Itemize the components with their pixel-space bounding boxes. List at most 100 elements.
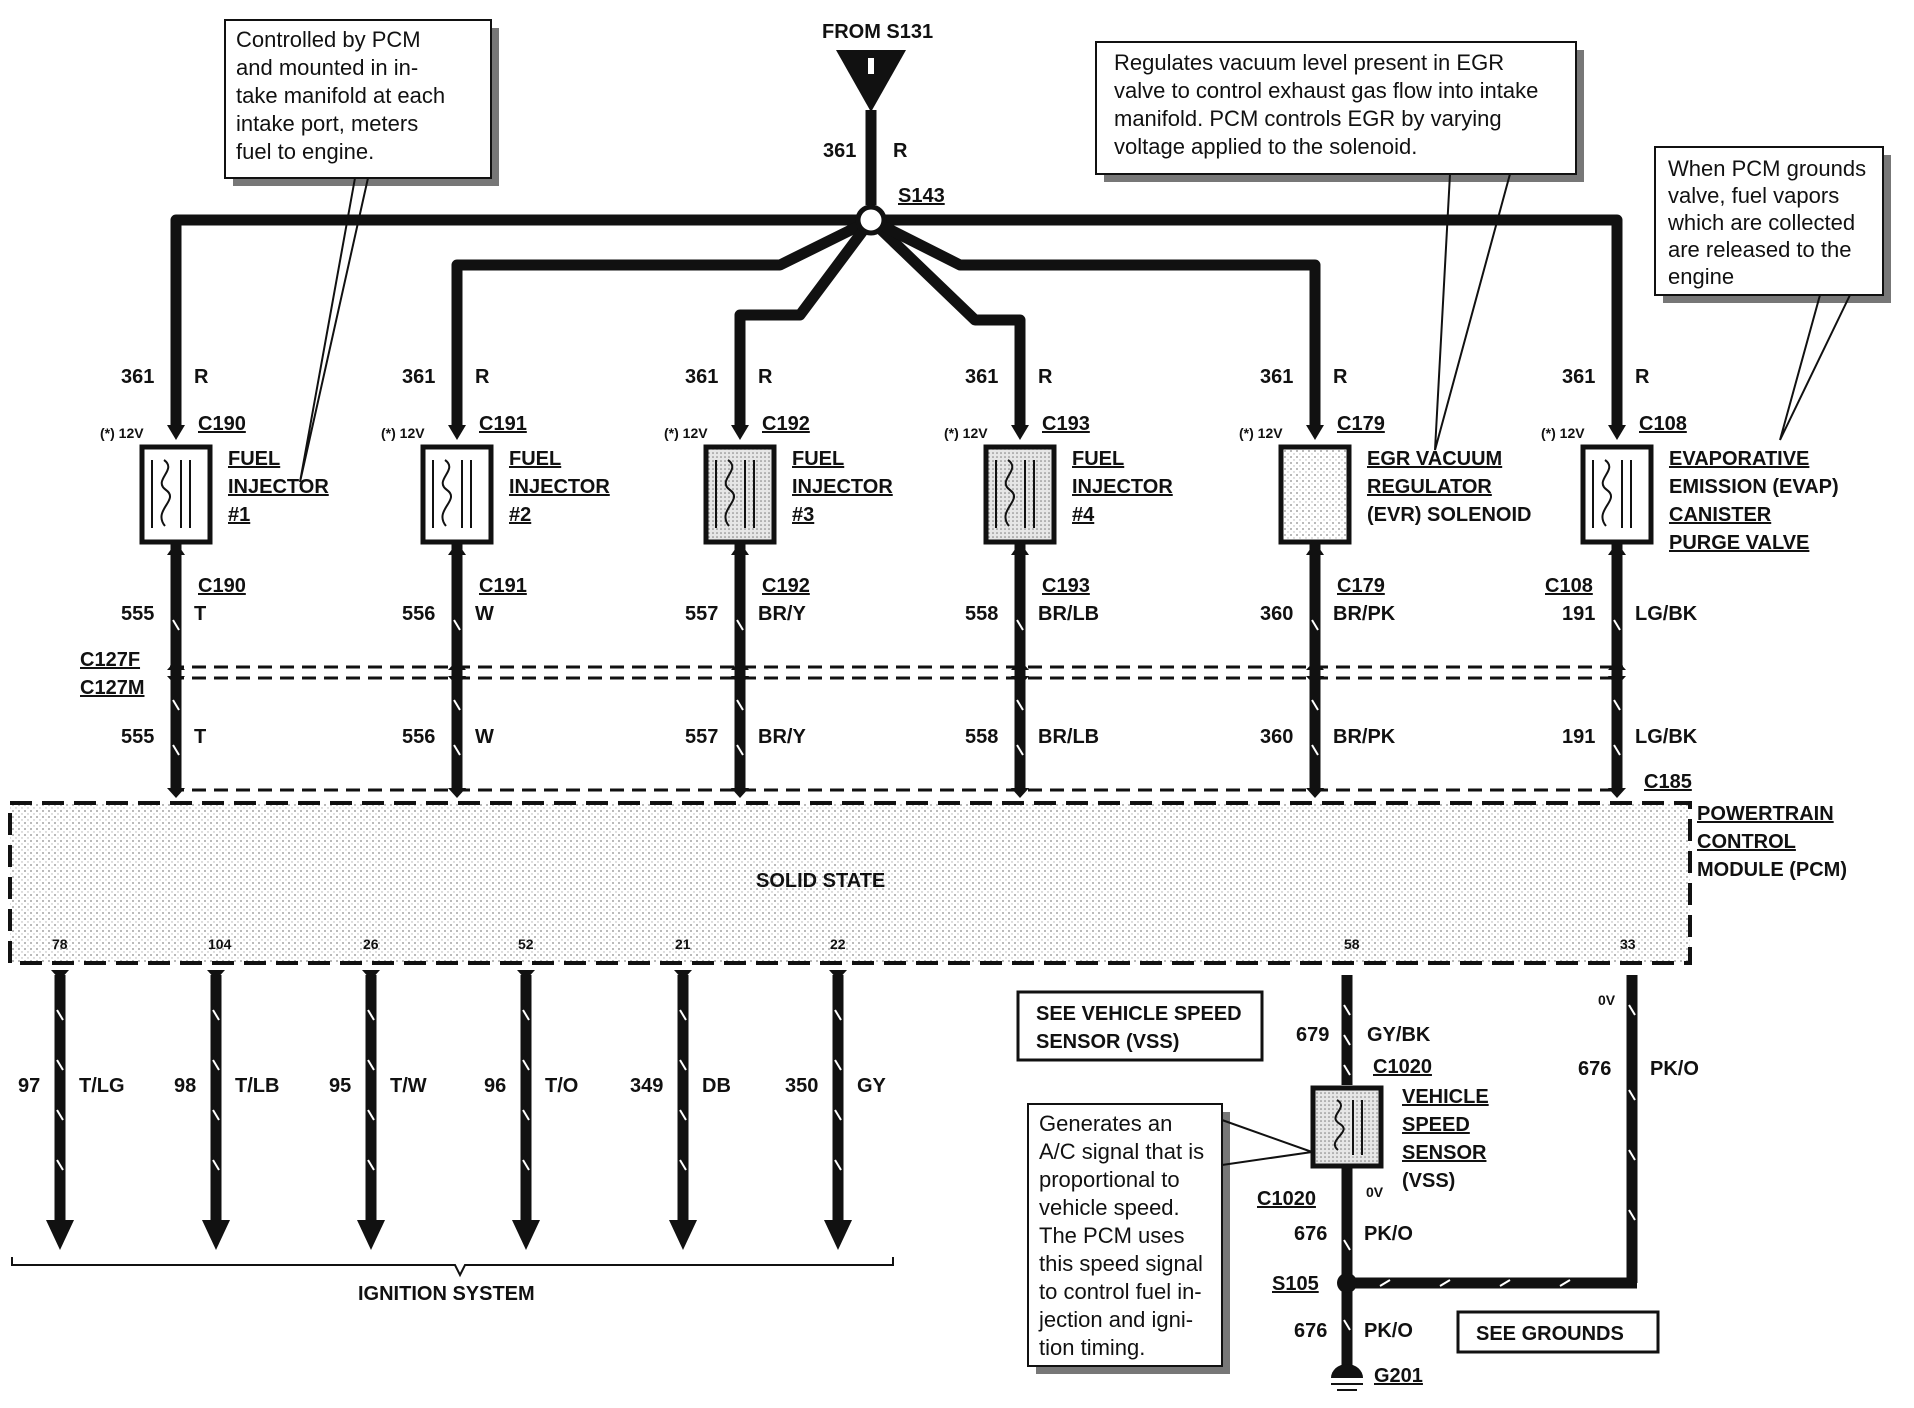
ignition-circuit: 96 bbox=[484, 1075, 506, 1097]
vss-color: GY/BK bbox=[1367, 1024, 1431, 1046]
ignition-color: T/O bbox=[545, 1075, 578, 1097]
ignition-system-label: IGNITION SYSTEM bbox=[358, 1283, 535, 1305]
arrow-icon bbox=[1011, 425, 1029, 440]
out-circuit: 557 bbox=[685, 726, 718, 748]
c127f-label: C127F bbox=[80, 649, 140, 671]
pcm-name-line: MODULE (PCM) bbox=[1697, 859, 1847, 881]
splice-s105-icon bbox=[1337, 1273, 1357, 1293]
note-injector-line: Controlled by PCM bbox=[236, 27, 421, 52]
out-color: BR/LB bbox=[1038, 603, 1099, 625]
pcm-pin: 22 bbox=[830, 936, 846, 952]
out-color: BR/Y bbox=[758, 603, 806, 625]
out-color: W bbox=[475, 603, 494, 625]
splice-s143-icon bbox=[855, 204, 887, 236]
out-color: BR/LB bbox=[1038, 726, 1099, 748]
out-circuit: 360 bbox=[1260, 603, 1293, 625]
component-name-line: #4 bbox=[1072, 504, 1095, 526]
wire-to-c191 bbox=[451, 215, 874, 430]
pcm-pin: 21 bbox=[675, 936, 691, 952]
feed-color: R bbox=[893, 140, 908, 162]
note-injector-line: and mounted in in- bbox=[236, 55, 418, 80]
component-name-line: EGR VACUUM bbox=[1367, 448, 1502, 470]
out-color: LG/BK bbox=[1635, 603, 1698, 625]
voltage-label: (*) 12V bbox=[664, 425, 708, 441]
note-vss-line: Generates an bbox=[1039, 1111, 1172, 1136]
in-color: R bbox=[758, 366, 773, 388]
see-vss-line[interactable]: SENSOR (VSS) bbox=[1036, 1031, 1179, 1053]
source-label: FROM S131 bbox=[822, 21, 933, 43]
out-circuit: 555 bbox=[121, 726, 154, 748]
note-evap-line: which are collected bbox=[1667, 210, 1855, 235]
component-name-line: INJECTOR bbox=[792, 476, 893, 498]
voltage-label: (*) 12V bbox=[1239, 425, 1283, 441]
vss-ground-voltage: 0V bbox=[1366, 1184, 1384, 1200]
vss-ground-color-1: PK/O bbox=[1364, 1223, 1413, 1245]
component-name-line: FUEL bbox=[1072, 448, 1124, 470]
wire-to-c193 bbox=[867, 216, 1026, 430]
component-name-line: INJECTOR bbox=[228, 476, 329, 498]
solenoid-component bbox=[1278, 444, 1352, 545]
see-grounds-label[interactable]: SEE GROUNDS bbox=[1476, 1323, 1624, 1345]
vss-connector-top: C1020 bbox=[1373, 1056, 1432, 1078]
pcm-name-line: POWERTRAIN bbox=[1697, 803, 1834, 825]
note-egr-line: voltage applied to the solenoid. bbox=[1114, 134, 1417, 159]
wire-to-c108 bbox=[871, 214, 1623, 430]
wire-to-c190 bbox=[170, 214, 871, 430]
connector-bottom: C179 bbox=[1337, 575, 1385, 597]
arrow-icon bbox=[167, 425, 185, 440]
out-circuit: 360 bbox=[1260, 726, 1293, 748]
ignition-color: T/W bbox=[390, 1075, 427, 1097]
note-vss-line: The PCM uses bbox=[1039, 1223, 1185, 1248]
vss-connector-bottom: C1020 bbox=[1257, 1188, 1316, 1210]
out-color: W bbox=[475, 726, 494, 748]
see-vss-box[interactable]: SEE VEHICLE SPEED SENSOR (VSS) bbox=[1016, 990, 1264, 1062]
connector-bottom: C190 bbox=[198, 575, 246, 597]
voltage-label: (*) 12V bbox=[1541, 425, 1585, 441]
out-color: T bbox=[194, 726, 206, 748]
note-vss-line: tion timing. bbox=[1039, 1335, 1145, 1360]
in-circuit: 361 bbox=[965, 366, 998, 388]
note-vss-line: A/C signal that is bbox=[1039, 1139, 1204, 1164]
component-name-line: PURGE VALVE bbox=[1669, 532, 1809, 554]
see-grounds-box[interactable]: SEE GROUNDS bbox=[1456, 1310, 1660, 1354]
component-name-line: EMISSION (EVAP) bbox=[1669, 476, 1839, 498]
pcm-ground-color: PK/O bbox=[1650, 1058, 1699, 1080]
out-circuit: 558 bbox=[965, 603, 998, 625]
wire-to-c192 bbox=[734, 216, 876, 430]
feed-circuit: 361 bbox=[823, 140, 856, 162]
out-color: BR/PK bbox=[1333, 726, 1396, 748]
arrow-down-icon bbox=[46, 1220, 74, 1250]
see-vss-line[interactable]: SEE VEHICLE SPEED bbox=[1036, 1003, 1242, 1025]
in-color: R bbox=[194, 366, 209, 388]
connector-top: C191 bbox=[479, 413, 527, 435]
in-color: R bbox=[475, 366, 490, 388]
coil-icon bbox=[1601, 459, 1612, 527]
ignition-circuit: 350 bbox=[785, 1075, 818, 1097]
voltage-label: (*) 12V bbox=[944, 425, 988, 441]
vss-ground-color-2: PK/O bbox=[1364, 1320, 1413, 1342]
component-name-line: #2 bbox=[509, 504, 531, 526]
pcm-ground-voltage: 0V bbox=[1598, 992, 1616, 1008]
out-color: T bbox=[194, 603, 206, 625]
vss-coil-icon bbox=[1334, 1099, 1345, 1151]
out-circuit: 556 bbox=[402, 726, 435, 748]
pcm-pin: 104 bbox=[208, 936, 232, 952]
voltage-label: (*) 12V bbox=[381, 425, 425, 441]
in-circuit: 361 bbox=[685, 366, 718, 388]
connector-top: C108 bbox=[1639, 413, 1687, 435]
ignition-circuit: 98 bbox=[174, 1075, 196, 1097]
source-arrow-icon bbox=[836, 50, 906, 112]
vss-ground-circuit-2: 676 bbox=[1294, 1320, 1327, 1342]
component-name-line: (EVR) SOLENOID bbox=[1367, 504, 1531, 526]
connector-bottom: C193 bbox=[1042, 575, 1090, 597]
component-name-line: FUEL bbox=[792, 448, 844, 470]
pcm-pin: 78 bbox=[52, 936, 68, 952]
arrow-down-icon bbox=[202, 1220, 230, 1250]
